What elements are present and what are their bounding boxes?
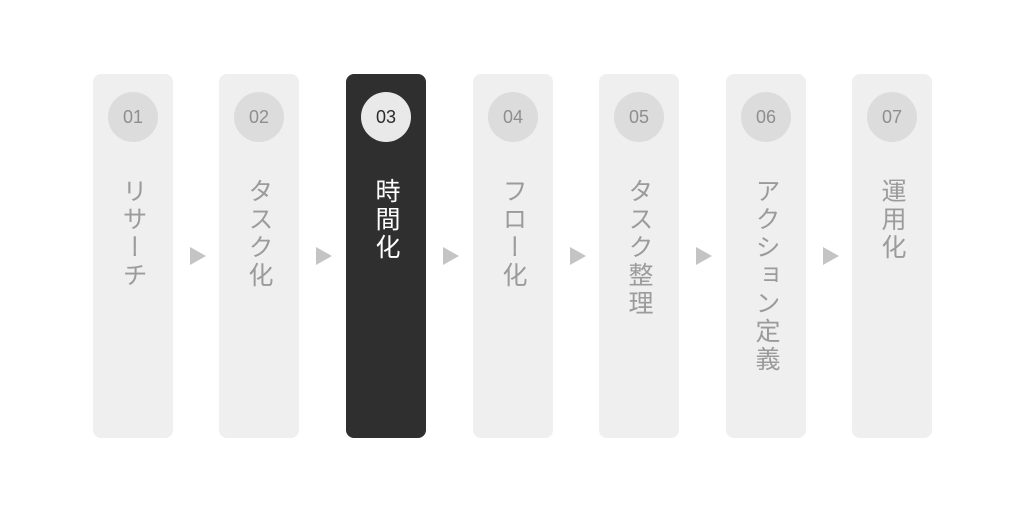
arrow-right-icon bbox=[316, 247, 332, 265]
arrow-right-icon bbox=[190, 247, 206, 265]
step-number-badge: 06 bbox=[741, 92, 791, 142]
step-label: フロー化 bbox=[499, 178, 528, 290]
step-number-badge: 01 bbox=[108, 92, 158, 142]
step-card-06: 06 アクション定義 bbox=[726, 74, 806, 438]
step-card-04: 04 フロー化 bbox=[473, 74, 553, 438]
step-label: アクション定義 bbox=[752, 178, 781, 374]
step-card-02: 02 タスク化 bbox=[219, 74, 299, 438]
step-number-badge: 07 bbox=[867, 92, 917, 142]
step-label: 運用化 bbox=[878, 178, 907, 262]
step-card-07: 07 運用化 bbox=[852, 74, 932, 438]
step-label: タスク化 bbox=[245, 178, 274, 290]
step-card-01: 01 リサーチ bbox=[93, 74, 173, 438]
step-card-05: 05 タスク整理 bbox=[599, 74, 679, 438]
step-label: タスク整理 bbox=[625, 178, 654, 318]
step-number-badge: 02 bbox=[234, 92, 284, 142]
arrow-right-icon bbox=[823, 247, 839, 265]
step-number-badge: 04 bbox=[488, 92, 538, 142]
arrow-right-icon bbox=[570, 247, 586, 265]
step-number-badge: 03 bbox=[361, 92, 411, 142]
step-number-badge: 05 bbox=[614, 92, 664, 142]
arrow-right-icon bbox=[696, 247, 712, 265]
step-label: リサーチ bbox=[119, 178, 148, 290]
step-label: 時間化 bbox=[372, 178, 401, 262]
arrow-right-icon bbox=[443, 247, 459, 265]
step-card-03: 03 時間化 bbox=[346, 74, 426, 438]
